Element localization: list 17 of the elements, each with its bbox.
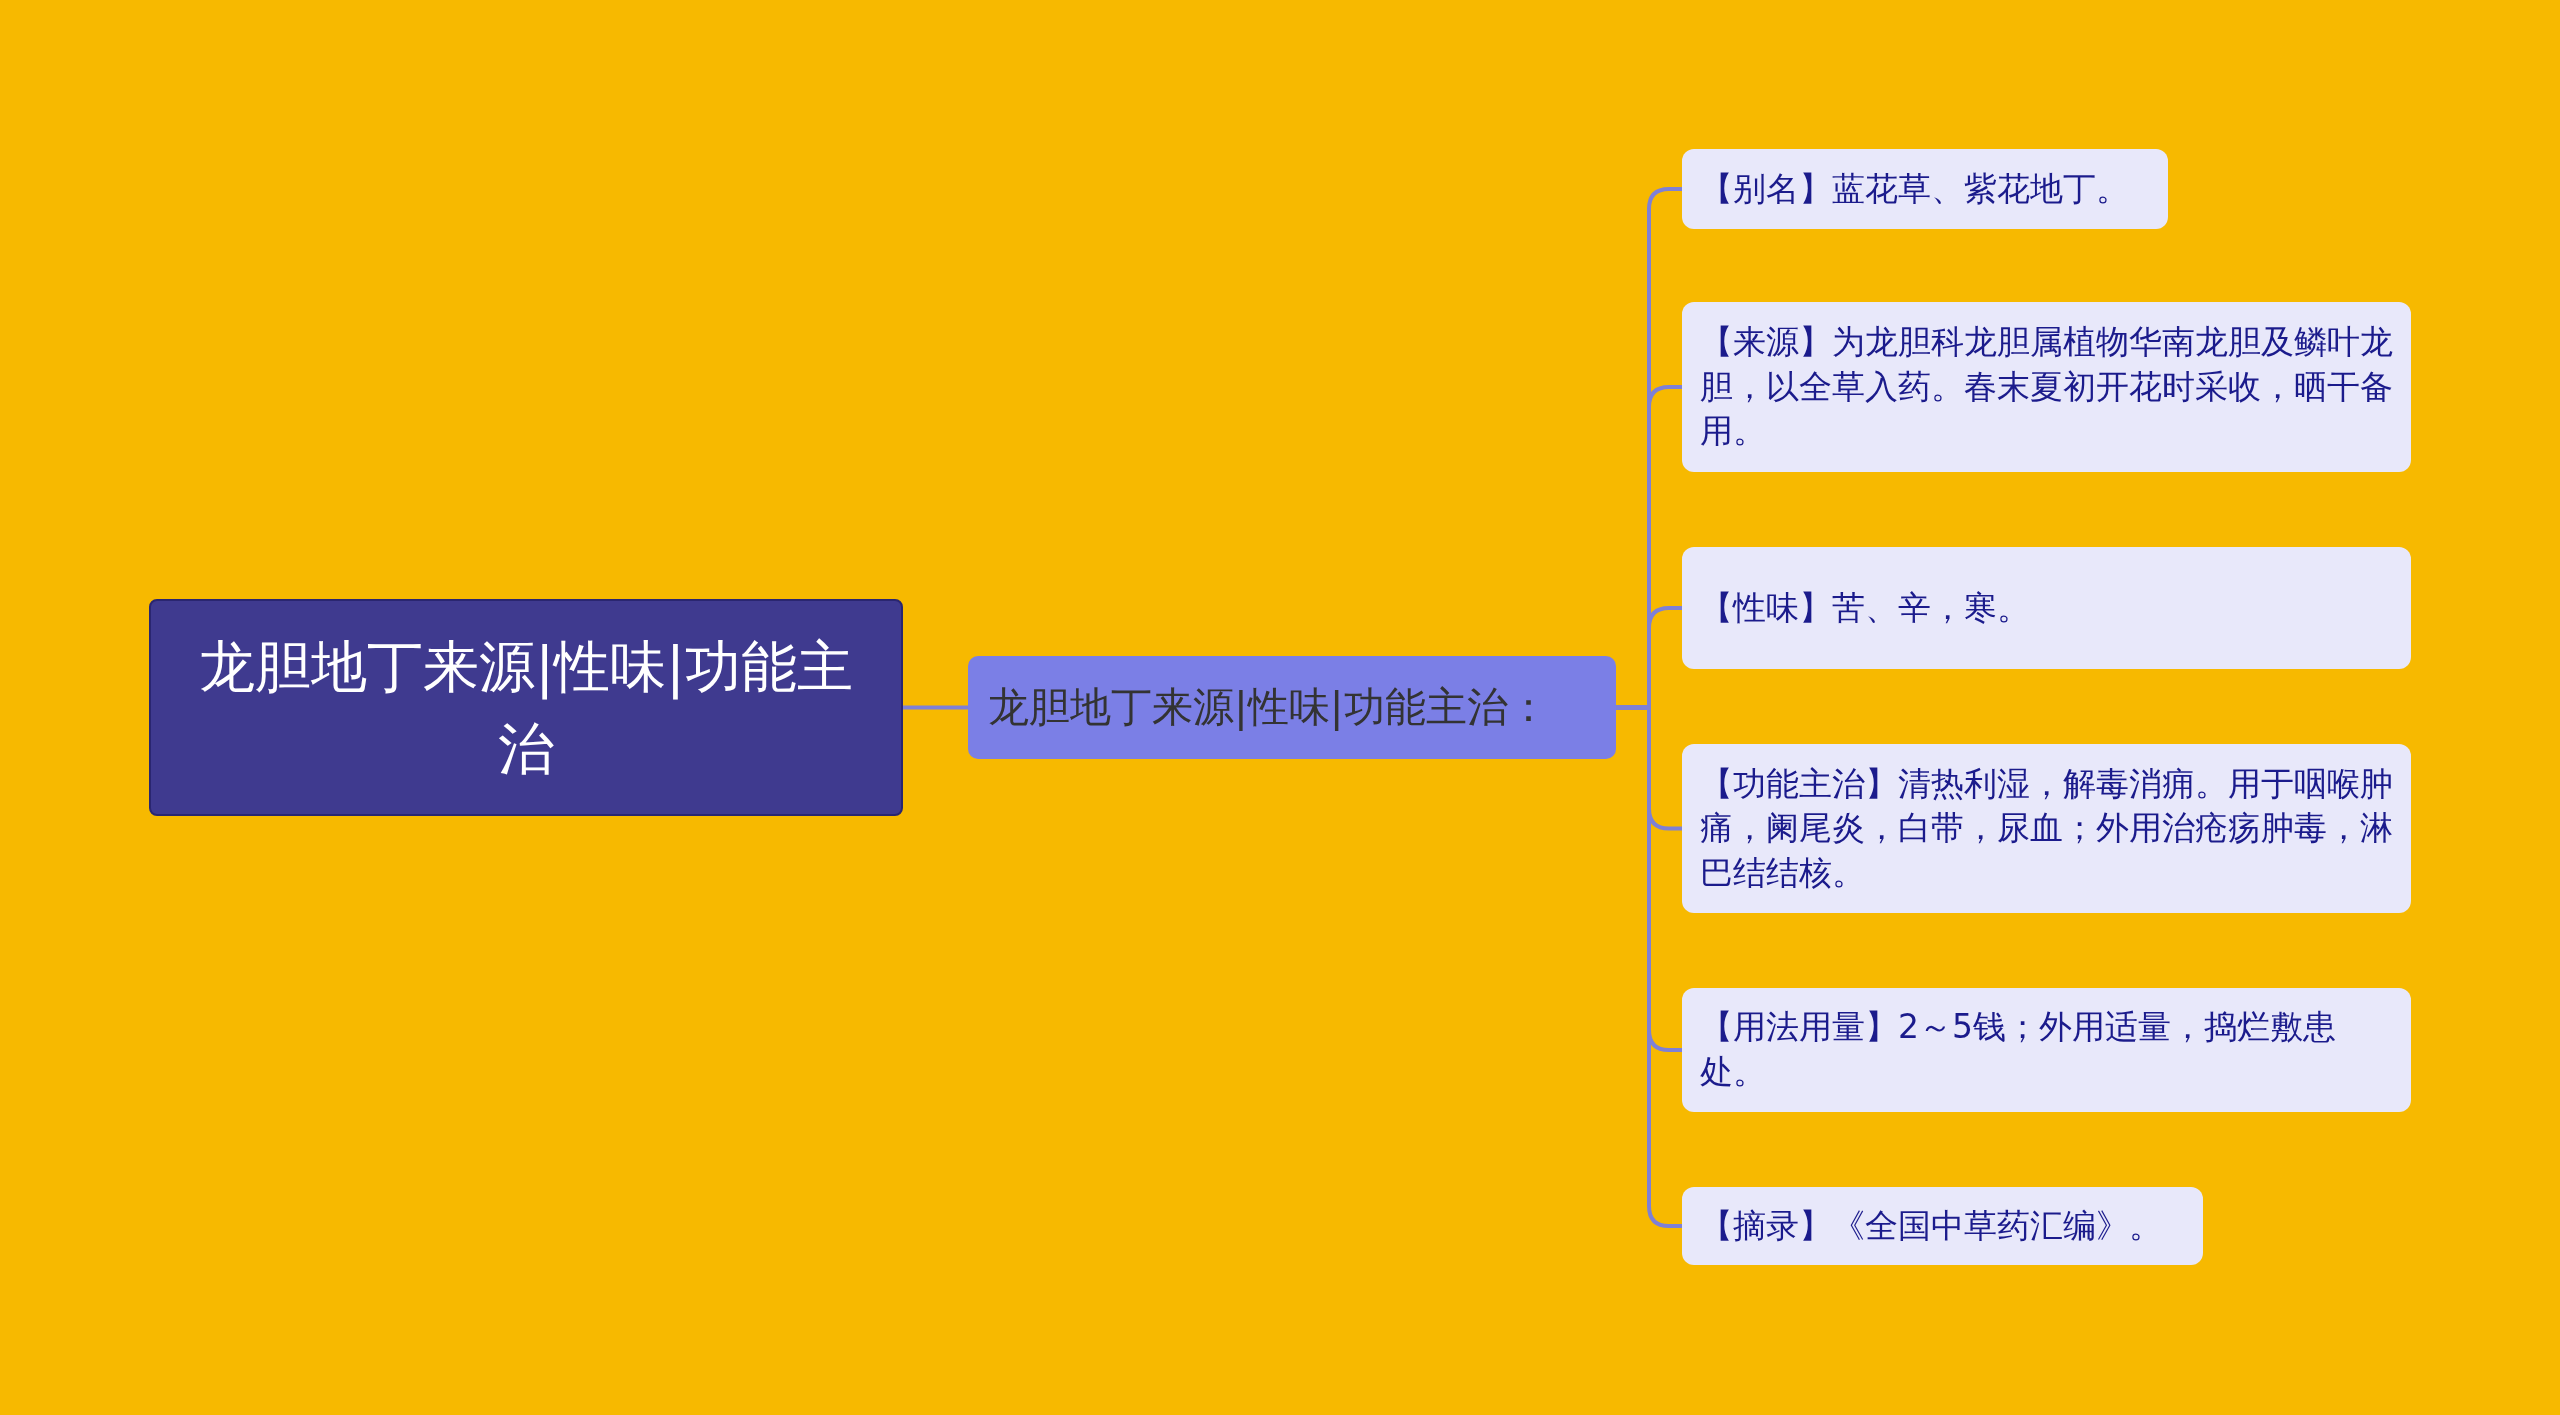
branch-topic-box	[968, 656, 1616, 759]
topic-text: 【别名】蓝花草、紫花地丁。	[1700, 167, 2129, 210]
leaf-topic-box	[1682, 547, 2411, 669]
topic-text: 【性味】苦、辛，寒。	[1700, 586, 2030, 629]
leaf-topic-box	[1682, 988, 2411, 1112]
topic-text: 【摘录】《全国中草药汇编》。	[1700, 1204, 2162, 1247]
leaf-topic-box	[1682, 744, 2411, 913]
root-topic-box	[149, 599, 903, 816]
topic-text: 【来源】为龙胆科龙胆属植物华南龙胆及鳞叶龙胆，以全草入药。春末夏初开花时采收，晒干备用。	[1700, 321, 2394, 453]
connector-line	[903, 705, 968, 710]
leaf-topic-box	[1682, 149, 2168, 229]
leaf-topic-box	[1682, 1187, 2203, 1265]
topic-text: 龙胆地丁来源|性味|功能主治：	[988, 682, 1549, 733]
topic-text: 龙胆地丁来源|性味|功能主治	[198, 633, 854, 783]
leaf-topic-box	[1682, 302, 2411, 472]
topic-text: 【功能主治】清热利湿，解毒消痈。用于咽喉肿痛，阑尾炎，白带，尿血；外用治疮疡肿毒，淋巴结结核。	[1700, 762, 2394, 894]
topic-text: 【用法用量】2～5钱；外用适量，捣烂敷患处。	[1700, 1006, 2337, 1093]
